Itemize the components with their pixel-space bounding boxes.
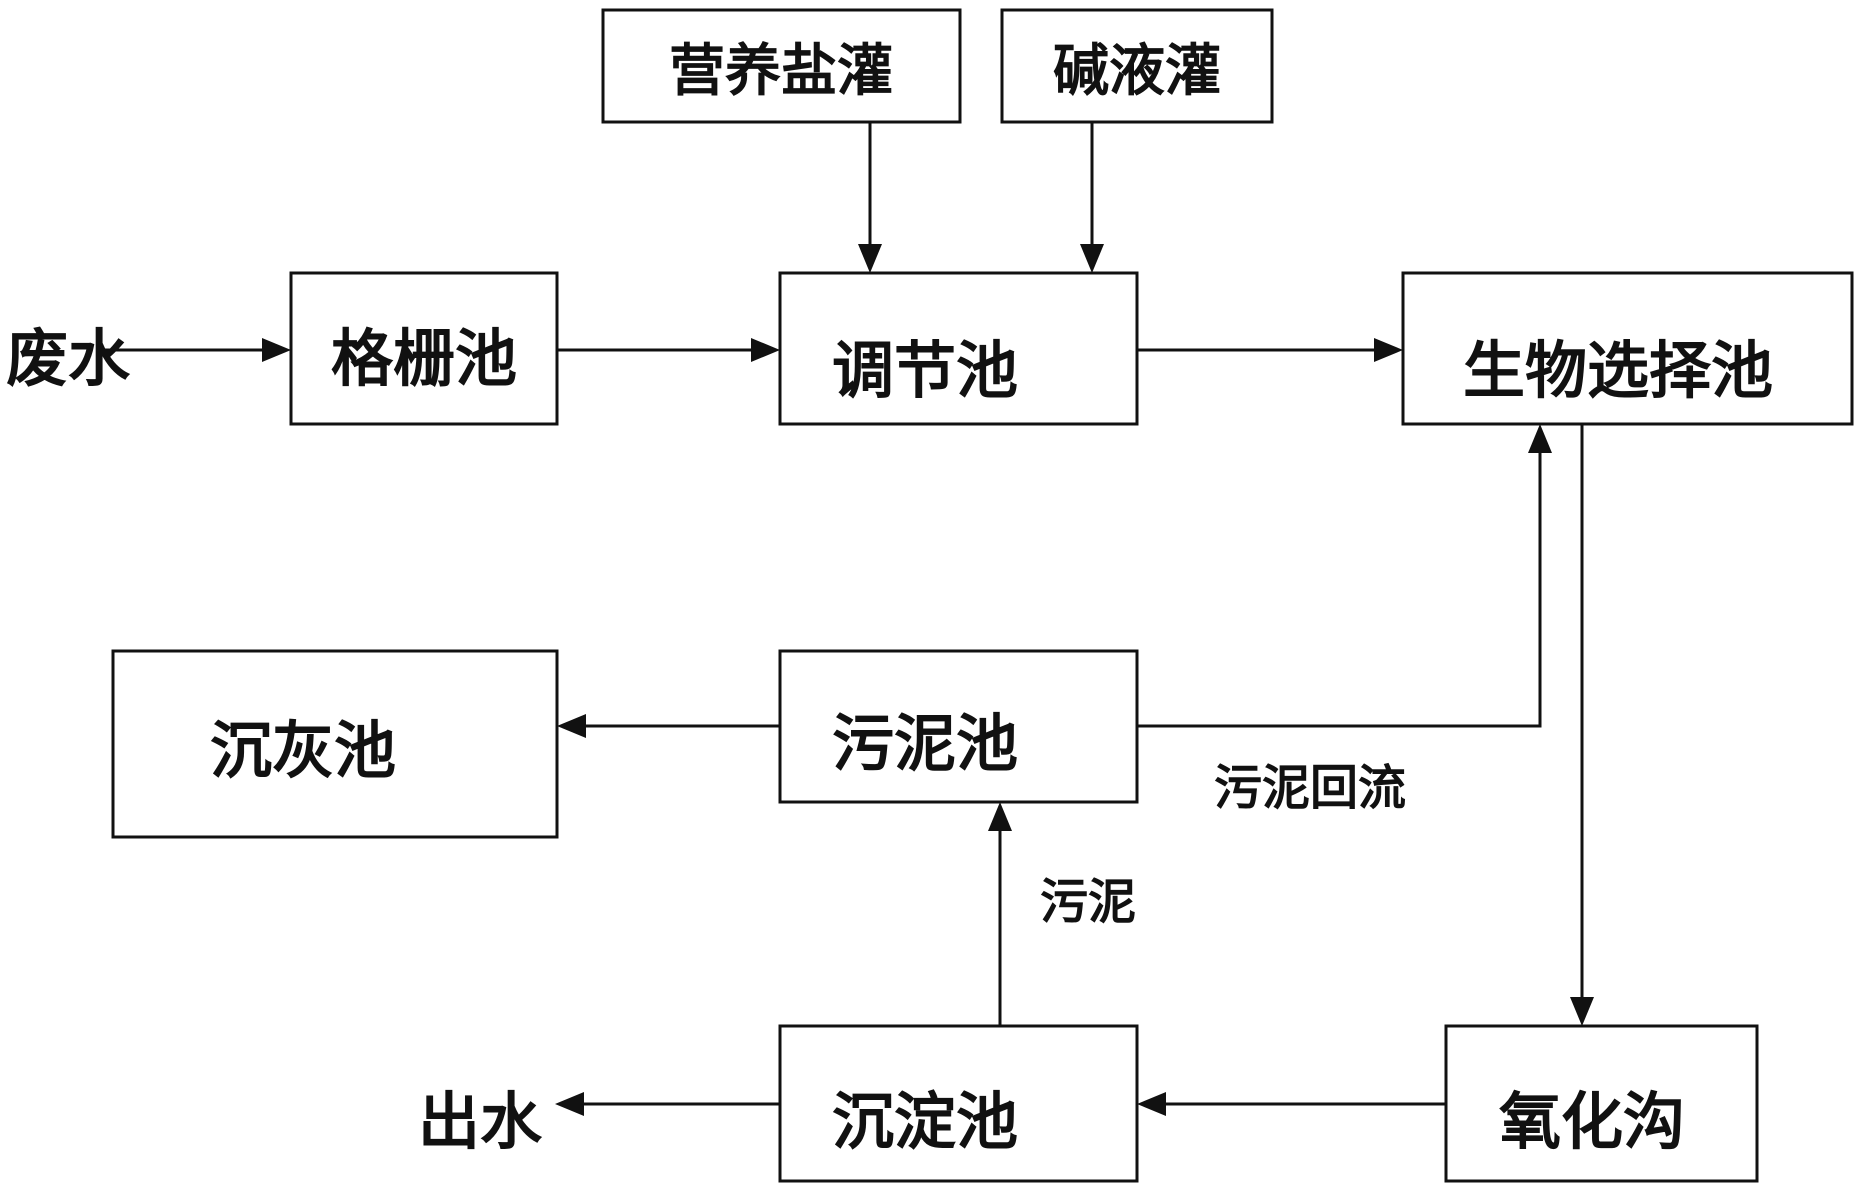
chushui-label: 出水 [418, 1085, 543, 1158]
arrowhead-wuni-chenhui [557, 714, 586, 738]
jianye-box [1000, 8, 1274, 124]
arrowhead-yingyang-tiaojie [858, 244, 882, 273]
feishui-label: 废水 [6, 322, 131, 395]
chendian-label: 沉淀池 [832, 1085, 1018, 1158]
arrowhead-gezha-tiaojie [751, 338, 780, 362]
shengwu-box [1401, 271, 1854, 426]
arrowhead-feishui-gezha [262, 338, 291, 362]
tiaojie-box [778, 271, 1139, 426]
arrowhead-chendian-wuni [988, 802, 1012, 831]
jianye-label: 碱液灌 [1053, 39, 1221, 104]
tiaojie-label: 调节池 [832, 334, 1018, 407]
wuni-huiliu-label: 污泥回流 [1214, 760, 1406, 816]
arrowhead-yanghua-chendian [1137, 1092, 1166, 1116]
gezha-label: 格栅池 [331, 322, 517, 395]
shengwu-label: 生物选择池 [1463, 334, 1773, 407]
wuni-label: 污泥池 [832, 707, 1018, 780]
yingyang-box [601, 8, 962, 124]
arrowhead-chendian-chushui [555, 1092, 584, 1116]
wuni-box [778, 649, 1139, 804]
arrowhead-wuni-huiliu [1528, 424, 1552, 453]
gezha-box [289, 271, 559, 426]
chenhui-box [111, 649, 559, 839]
chenhui-label: 沉灰池 [210, 714, 396, 787]
arrowhead-tiaojie-shengwu [1374, 338, 1403, 362]
arrowhead-jianye-tiaojie [1080, 244, 1104, 273]
wuni-flow-label: 污泥 [1040, 874, 1136, 930]
yanghua-label: 氧化沟 [1499, 1085, 1685, 1158]
yingyang-label: 营养盐灌 [669, 39, 893, 104]
arrowhead-shengwu-yanghua [1570, 997, 1594, 1026]
arrow-wuni-huiliu [1137, 453, 1542, 728]
